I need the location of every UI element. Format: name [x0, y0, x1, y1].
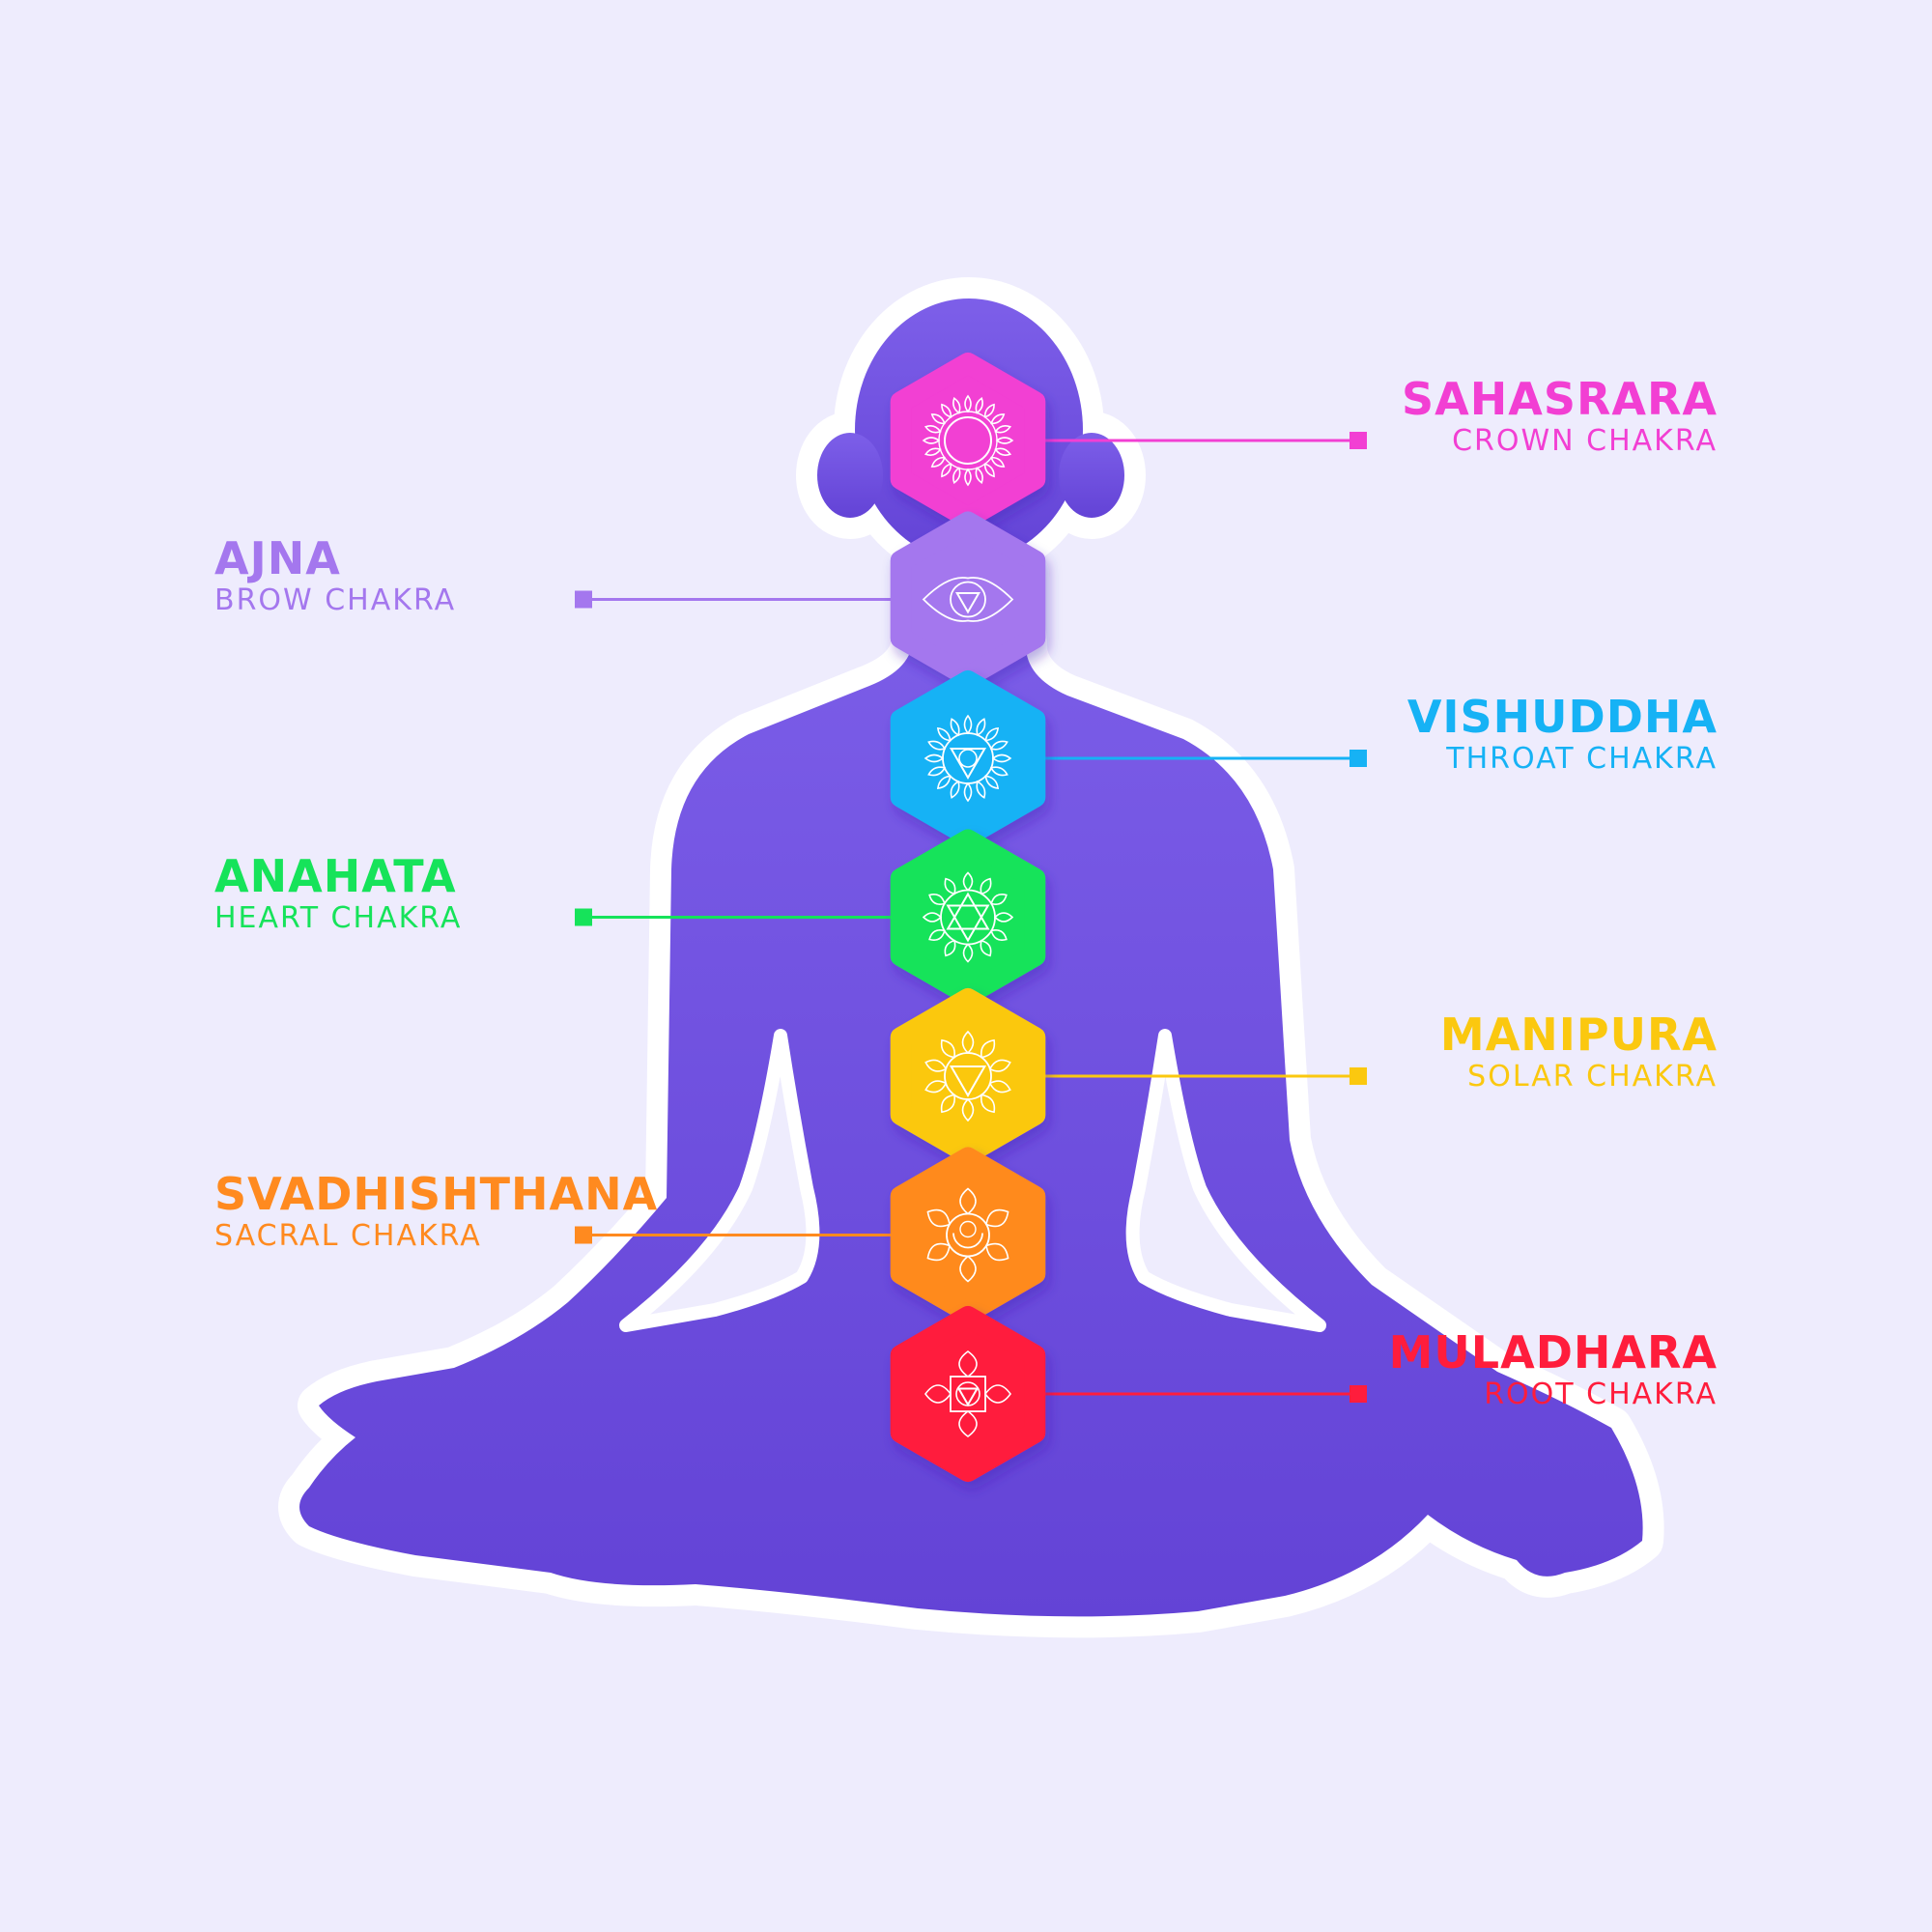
square-triangle-icon — [924, 1350, 1011, 1437]
chakra-hex-manipura — [890, 988, 1046, 1164]
chakra-name: SAHASRARA — [1401, 373, 1718, 425]
chakra-hex-svadhishthana — [890, 1147, 1046, 1323]
arm-gaps — [619, 1029, 1326, 1332]
chakra-name: VISHUDDHA — [1406, 691, 1718, 743]
crescent-lotus-icon — [926, 1187, 1009, 1283]
chakra-subtitle: SACRAL CHAKRA — [214, 1218, 482, 1253]
chakra-subtitle: BROW CHAKRA — [214, 582, 457, 617]
chakra-subtitle: ROOT CHAKRA — [1484, 1378, 1718, 1411]
chakra-hex-ajna — [890, 511, 1046, 688]
chakra-hex-anahata — [890, 829, 1046, 1006]
chakra-hex-sahasrara — [890, 353, 1046, 528]
chakra-subtitle: THROAT CHAKRA — [1446, 742, 1718, 776]
chakra-name: MANIPURA — [1439, 1009, 1718, 1061]
chakra-name: SVADHISHTHANA — [214, 1167, 659, 1220]
triangle-lotus-icon — [923, 714, 1012, 803]
triangle-flower-icon — [924, 1030, 1011, 1122]
chakra-name: ANAHATA — [214, 849, 457, 902]
eye-triangle-icon — [922, 577, 1014, 622]
chakra-subtitle: CROWN CHAKRA — [1452, 424, 1718, 458]
chakra-column — [890, 353, 1046, 1482]
chakra-name: AJNA — [214, 531, 341, 584]
lotus-circle-icon — [922, 394, 1014, 487]
chakra-hex-muladhara — [890, 1306, 1046, 1482]
hexagram-icon — [922, 871, 1014, 963]
chakra-hex-vishuddha — [890, 670, 1046, 846]
chakra-subtitle: SOLAR CHAKRA — [1467, 1060, 1718, 1094]
chakra-subtitle: HEART CHAKRA — [214, 900, 463, 935]
chakra-name: MULADHARA — [1388, 1326, 1718, 1378]
